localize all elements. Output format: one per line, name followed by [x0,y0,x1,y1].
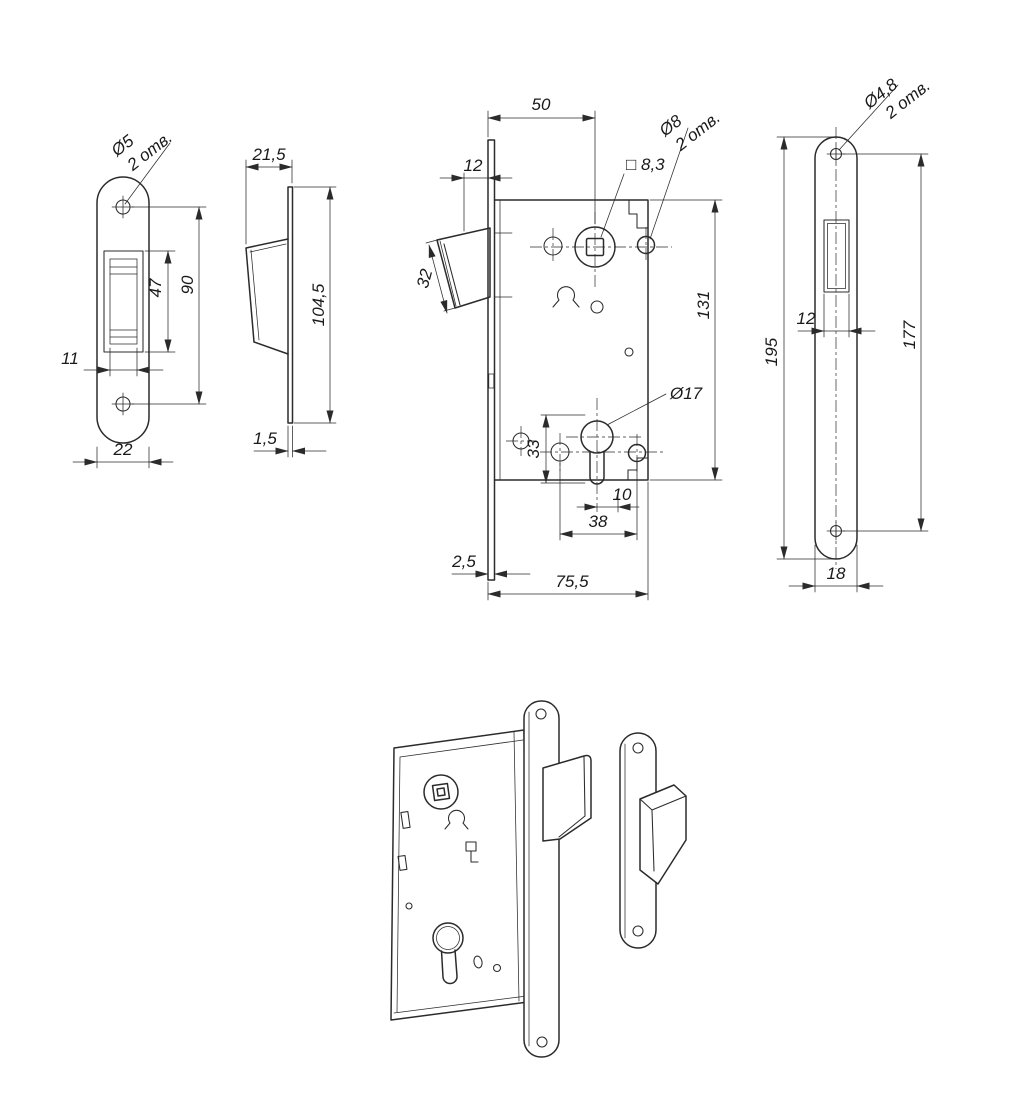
dim-plate-width-22: 22 [113,440,133,459]
fixing-hole-top [636,235,656,255]
latch-bolt [436,227,491,309]
dim-strike-thickness: 1,5 [253,429,277,448]
dim-faceplate-holes-177: 177 [900,320,919,349]
dim-faceplate-width-18: 18 [827,564,846,583]
dim-latch-face-32: 32 [413,266,436,290]
dim-cylinder-dia: Ø17 [669,384,703,403]
pictorial-lock-case [390,729,529,1021]
view-strike-plate-side: 21,5 104,5 1,5 [245,145,337,458]
dim-strike-hole-count: 2 отв. [123,128,176,175]
view-lock-body: 32 50 12 □ 8,3 [413,95,724,601]
dim-body-height-131: 131 [694,291,713,319]
strike-side-box [245,238,289,355]
post-top [543,236,563,256]
fixing-hole-bottom [627,443,647,463]
view-faceplate-front: Ø4,8 2 отв. 12 195 177 18 [762,75,934,593]
spindle-hub [574,226,616,268]
pictorial-cylinder-hole [432,922,464,954]
strike-plate-outline [96,176,150,444]
dim-body-depth-75-5: 75,5 [555,572,589,591]
pictorial-spindle-hub [423,774,459,810]
spring-detail [552,286,580,308]
dim-hole-spacing-38: 38 [589,512,608,531]
lock-faceplate-edge [487,139,496,581]
dim-spindle-square: □ 8,3 [626,155,665,174]
lock-case-outline [493,199,649,481]
dim-fixing-hole-count: 2 отв. [671,108,724,155]
dim-hole-spacing-90: 90 [178,275,197,294]
pictorial-strike-plate [619,732,687,949]
spindle-square-hole [585,237,605,257]
dim-strike-depth: 21,5 [251,145,286,164]
pictorial-latch-bolt [542,754,592,842]
post-bottom-left [512,432,530,450]
faceplate-window-inner [827,223,846,289]
dim-offset-10: 10 [613,485,632,504]
faceplate-outline [814,136,858,560]
dim-window-height: 47 [146,278,165,297]
pictorial-strike-wedge [639,784,687,885]
dim-faceplate-height-195: 195 [762,337,781,366]
dim-faceplate-window-12: 12 [797,309,816,328]
strike-window-outer [103,250,144,353]
dim-faceplate-thickness: 2,5 [451,552,476,571]
view-strike-plate-front: Ø5 2 отв. 47 90 11 22 [61,128,207,469]
strike-window-inner [109,258,138,345]
faceplate-window-outer [823,219,850,293]
cylinder-hole [580,420,614,454]
dim-cylinder-offset-33: 33 [524,439,543,458]
strike-side-plate [287,186,294,424]
dim-backset-50: 50 [532,95,551,114]
pictorial-lock-assembly [390,700,592,1058]
post-bottom-mid [550,442,570,462]
dim-strike-height: 104,5 [309,283,328,326]
dim-latch-inset-12: 12 [464,156,483,175]
dim-window-width-11: 11 [61,349,79,368]
